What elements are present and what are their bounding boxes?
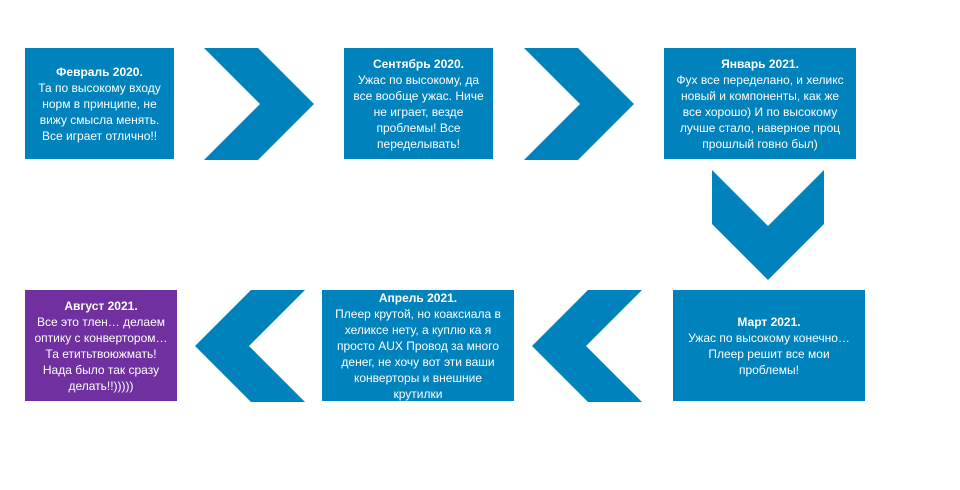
step-box-1: Февраль 2020. Та по высокому входу норм … [25,48,174,159]
step-text-4: Ужас по высокому конечно… Плеер решит вс… [688,330,850,377]
chevron-right-icon [204,48,314,160]
step-text-1: Та по высокому входу норм в принципе, не… [38,80,161,143]
chevron-right-icon [524,48,634,160]
step-title-3: Январь 2021. [721,56,799,71]
step-text-2: Ужас по высокому, да все вообще ужас. Ни… [353,72,484,151]
step-box-2: Сентябрь 2020. Ужас по высокому, да все … [344,48,493,159]
step-title-4: Март 2021. [737,314,801,329]
step-text-6: Все это тлен… делаем оптику с конверторо… [34,314,168,393]
step-box-5: Апрель 2021. Плеер крутой, но коаксиала … [322,290,514,401]
step-title-2: Сентябрь 2020. [373,56,464,71]
chevron-left-icon [532,290,642,402]
step-title-1: Февраль 2020. [56,64,143,79]
step-text-3: Фух все переделано, и хеликс новый и ком… [676,72,844,151]
chevron-left-icon [195,290,305,402]
step-title-5: Апрель 2021. [378,290,458,305]
chevron-down-icon [712,170,824,280]
step-title-6: Август 2021. [64,298,138,313]
step-text-5: Плеер крутой, но коаксиала в хеликсе нет… [335,306,501,401]
step-box-4: Март 2021. Ужас по высокому конечно… Пле… [673,290,865,401]
step-box-6: Август 2021. Все это тлен… делаем оптику… [25,290,177,401]
step-box-3: Январь 2021. Фух все переделано, и хелик… [664,48,856,159]
